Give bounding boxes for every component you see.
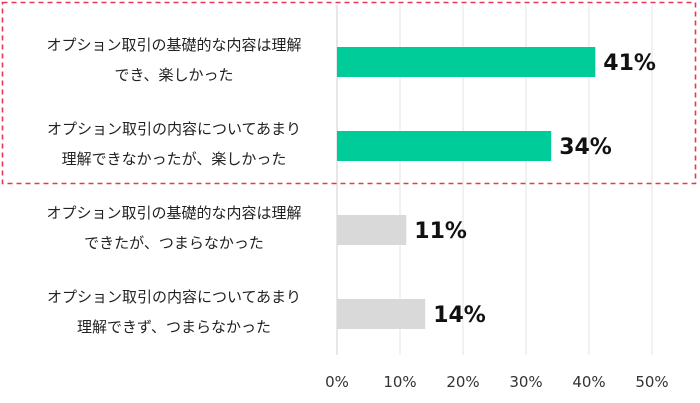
x-tick-label-50: 50% [635,373,668,391]
x-tick-label-30: 30% [509,373,542,391]
category-label-2-line-0: オプション取引の基礎的な内容は理解 [46,204,301,222]
value-label-1: 34% [559,135,612,160]
bar-0 [337,47,596,77]
category-label-0-line-1: でき、楽しかった [115,66,234,84]
value-label-3: 14% [433,303,486,328]
category-label-3-line-1: 理解できず、つまらなかった [77,318,271,336]
highlight-frame [1,1,697,185]
category-label-3-line-0: オプション取引の内容についてあまり [47,288,301,306]
category-label-1-line-1: 理解できなかったが、楽しかった [62,150,287,168]
x-axis-ticks: 0% 10% 20% 30% 40% 50% [325,373,669,391]
bar-1 [337,131,552,161]
bar-2 [337,215,407,245]
x-tick-label-20: 20% [446,373,479,391]
value-label-0: 41% [603,51,656,76]
category-label-0-line-0: オプション取引の基礎的な内容は理解 [46,36,301,54]
x-tick-label-0: 0% [325,373,349,391]
value-label-2: 11% [414,219,467,244]
category-label-1-line-0: オプション取引の内容についてあまり [47,120,301,138]
bars [337,47,596,329]
category-label-2-line-1: できたが、つまらなかった [84,234,264,252]
x-tick-label-40: 40% [572,373,605,391]
bar-3 [337,299,426,329]
x-tick-label-10: 10% [383,373,416,391]
highlight-box [1,1,697,185]
